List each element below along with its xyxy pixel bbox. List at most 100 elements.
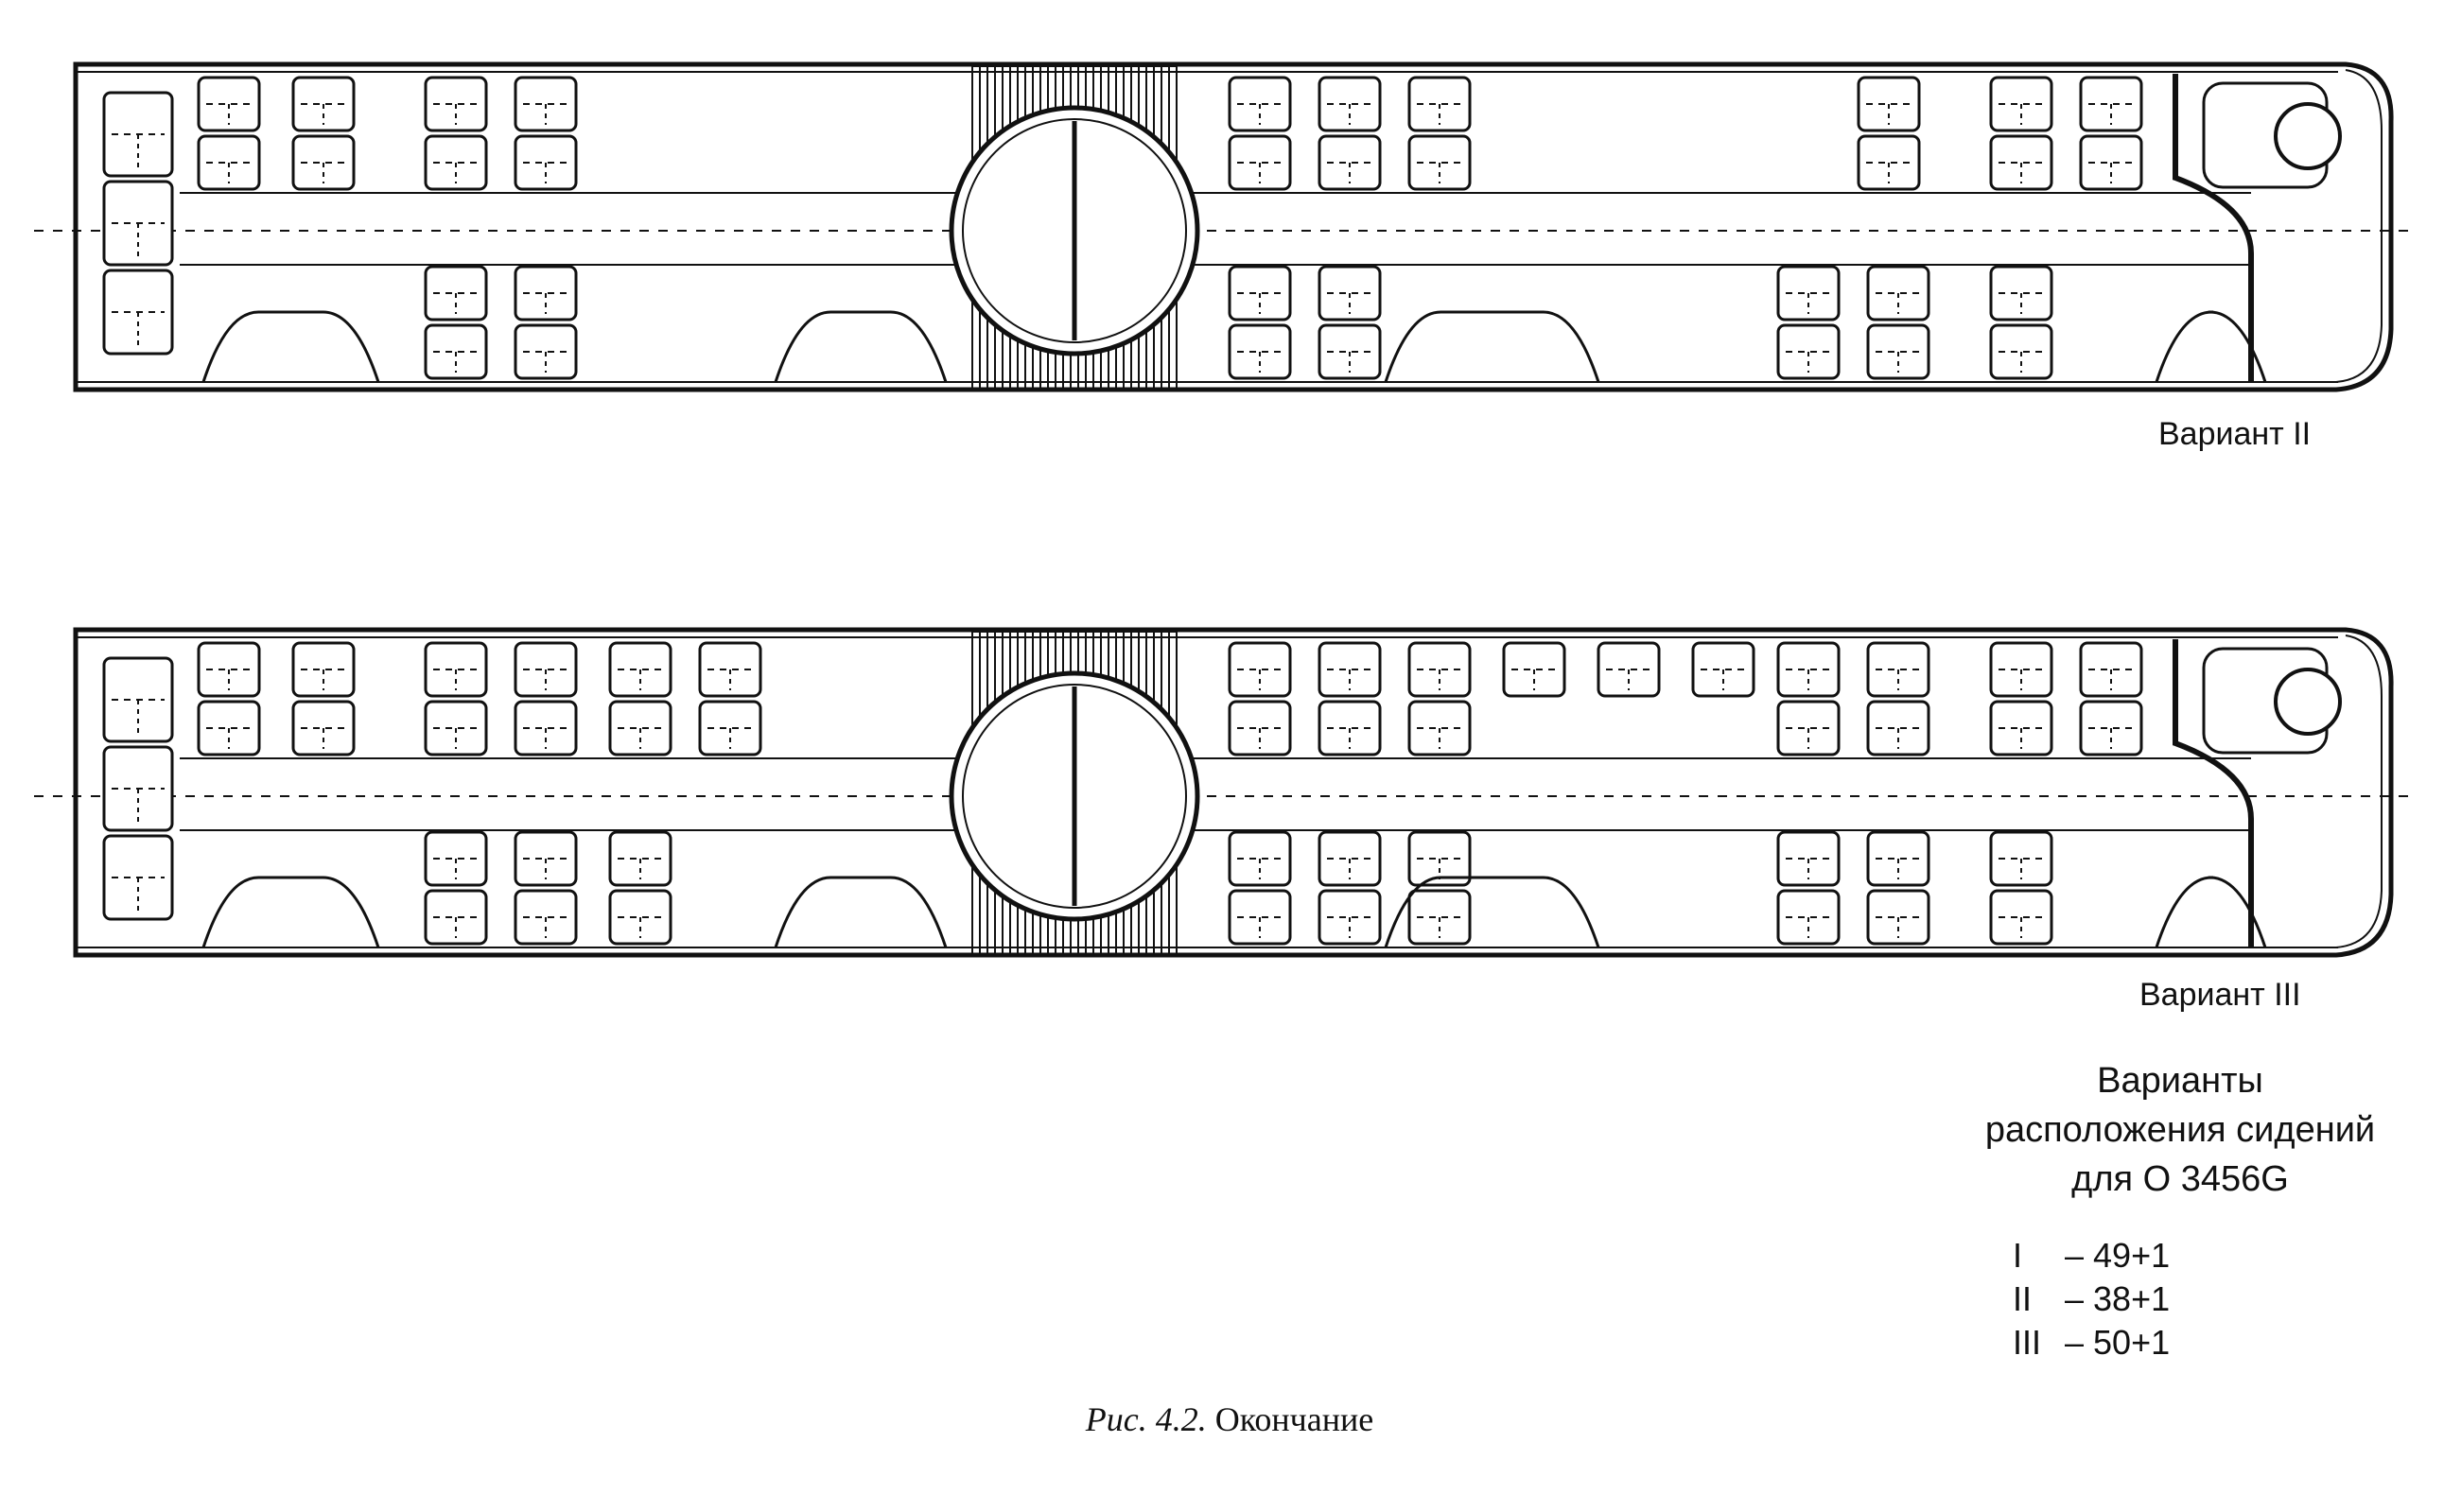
seat-count-row: II – 38+1 [2013, 1277, 2170, 1321]
turntable-inner [962, 118, 1187, 343]
seat [102, 180, 174, 267]
seat [102, 91, 174, 178]
steering-wheel-icon [2274, 102, 2342, 170]
seat [1989, 700, 2053, 756]
legend-title: Варианты расположения сидений для O 3456… [1948, 1056, 2412, 1204]
seat [197, 641, 261, 698]
seat [424, 700, 488, 756]
door-area [1384, 876, 1600, 948]
seat [514, 323, 578, 380]
seat [1228, 76, 1292, 132]
variant-2-label: Вариант II [2158, 416, 2312, 452]
seat [1776, 700, 1841, 756]
seat [1318, 641, 1382, 698]
seat [291, 76, 356, 132]
seat [1228, 265, 1292, 322]
seat [514, 641, 578, 698]
seat [1857, 76, 1921, 132]
legend-title-line: Варианты [2097, 1061, 2263, 1101]
seat [514, 265, 578, 322]
seat [1989, 830, 2053, 887]
seat [514, 700, 578, 756]
seat [1989, 265, 2053, 322]
seat [608, 830, 672, 887]
seat [698, 700, 762, 756]
seat [1866, 830, 1930, 887]
seat [1407, 134, 1472, 191]
seat [1407, 76, 1472, 132]
seat [1318, 889, 1382, 946]
seat [2079, 76, 2143, 132]
seat [1228, 323, 1292, 380]
seat [291, 134, 356, 191]
seat [197, 700, 261, 756]
seat [1691, 641, 1755, 698]
seat [1407, 830, 1472, 887]
seat-count-list: I – 49+1 II – 38+1 III – 50+1 [2013, 1234, 2170, 1364]
seat [291, 700, 356, 756]
hull-front-line [2335, 69, 2383, 383]
seat [1776, 641, 1841, 698]
figure-number: Рис. 4.2. [1085, 1400, 1207, 1438]
variant-numeral: II [2013, 1279, 2033, 1318]
seat-count-row: III – 50+1 [2013, 1321, 2170, 1364]
figure-caption-text: Окончание [1214, 1400, 1374, 1438]
seat [197, 134, 261, 191]
variant-numeral: III [2013, 1323, 2042, 1362]
seat-count: – 50+1 [2065, 1323, 2171, 1362]
seat [1407, 641, 1472, 698]
seat [1407, 700, 1472, 756]
seat [102, 745, 174, 832]
steering-wheel-icon [2274, 668, 2342, 736]
seat [1866, 265, 1930, 322]
seat-count: – 49+1 [2065, 1236, 2171, 1275]
seat [102, 834, 174, 921]
seat [2079, 641, 2143, 698]
seat [1228, 889, 1292, 946]
seat [424, 830, 488, 887]
seat [1228, 700, 1292, 756]
seat [1776, 323, 1841, 380]
seat-count-row: I – 49+1 [2013, 1234, 2170, 1277]
legend-title-line: для O 3456G [2071, 1159, 2289, 1199]
door-area [201, 876, 380, 948]
seat [514, 830, 578, 887]
bus-plan-variant-3 [34, 627, 2418, 958]
seat [1866, 700, 1930, 756]
seat [1989, 641, 2053, 698]
hull-front-line [2335, 634, 2383, 948]
seat [514, 134, 578, 191]
seat [1228, 134, 1292, 191]
seat [514, 889, 578, 946]
seat [1776, 830, 1841, 887]
seat [1989, 134, 2053, 191]
seat [1502, 641, 1566, 698]
variant-numeral: I [2013, 1236, 2023, 1275]
seat [1318, 76, 1382, 132]
seat [1866, 323, 1930, 380]
bus-plan-variant-2 [34, 61, 2418, 392]
seat [1318, 700, 1382, 756]
seat [2079, 134, 2143, 191]
seat [1989, 889, 2053, 946]
seat [514, 76, 578, 132]
legend-title-line: расположения сидений [1984, 1110, 2376, 1150]
seat [1776, 265, 1841, 322]
driver-partition [2173, 639, 2254, 947]
seat [1776, 889, 1841, 946]
seat [424, 641, 488, 698]
seat [424, 323, 488, 380]
seat [424, 134, 488, 191]
door-area [201, 310, 380, 383]
seat [1407, 889, 1472, 946]
door-area [1384, 310, 1600, 383]
seat [1228, 830, 1292, 887]
seat [424, 76, 488, 132]
seat [608, 889, 672, 946]
turntable-inner [962, 684, 1187, 909]
seat [698, 641, 762, 698]
seat [1318, 323, 1382, 380]
door-area [774, 876, 948, 948]
seat [1989, 323, 2053, 380]
